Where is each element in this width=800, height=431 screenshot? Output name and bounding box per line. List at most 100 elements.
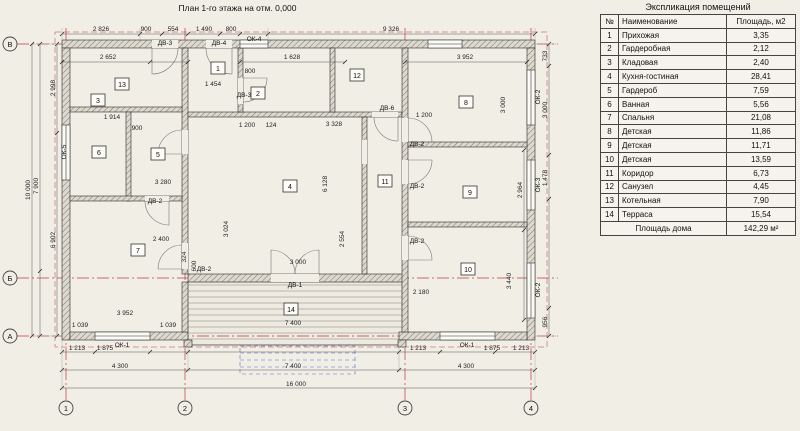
room-number: 6 xyxy=(97,150,101,157)
room-number-box xyxy=(91,145,107,159)
cell-name: Детская xyxy=(618,138,727,153)
cell-no: 5 xyxy=(600,82,619,98)
dimension-text: 1 478 xyxy=(542,169,549,186)
dimension-text: 1 490 xyxy=(196,26,213,33)
dimension-text: 4 300 xyxy=(458,363,475,370)
room-number-box xyxy=(90,93,106,107)
cell-name: Кухня-гостиная xyxy=(618,69,727,84)
steps-outline xyxy=(239,345,356,375)
room-number-box xyxy=(377,174,393,188)
room-number: 13 xyxy=(118,82,126,89)
axis-circle xyxy=(2,328,18,344)
dimension-text: 800 xyxy=(245,68,256,75)
room-number-box xyxy=(250,86,266,100)
axis-label: В xyxy=(7,40,12,49)
dimension-text: 600 xyxy=(191,260,198,271)
cell-no: 11 xyxy=(600,165,619,181)
dimension-text: 3 000 xyxy=(290,259,307,266)
room-number-box xyxy=(150,147,166,161)
room-schedule: Экспликация помещений № Наименование Пло… xyxy=(600,2,796,236)
dimension-text: 7 900 xyxy=(33,177,40,194)
cell-area: 2,12 xyxy=(726,41,796,57)
cell-no: 7 xyxy=(600,110,619,126)
opening-label: ДВ-2 xyxy=(148,198,163,205)
room-number-box xyxy=(210,61,226,75)
opening-label: ОК-4 xyxy=(247,36,262,43)
cell-area: 15,54 xyxy=(726,207,796,222)
cell-name: Гардеробная xyxy=(618,41,727,57)
room-number: 10 xyxy=(464,267,472,274)
axis-circle xyxy=(523,400,539,416)
cell-name: Детская xyxy=(618,124,727,140)
cell-area: 21,08 xyxy=(726,110,796,126)
room-number: 12 xyxy=(353,73,361,80)
dimension-text: 10 000 xyxy=(25,180,32,200)
cell-name: Спальня xyxy=(618,110,727,126)
dimension-text: 1 914 xyxy=(104,114,121,121)
dimension-text: 1 628 xyxy=(284,54,301,61)
cell-no: 9 xyxy=(600,138,619,153)
room-number-box xyxy=(462,185,478,199)
axis-circle xyxy=(177,400,193,416)
room-number: 5 xyxy=(156,152,160,159)
cell-area: 2,40 xyxy=(726,55,796,71)
dimension-text: 2 180 xyxy=(413,289,430,296)
room-number-box xyxy=(283,302,299,316)
axis-label: 1 xyxy=(64,404,68,413)
dimension-text: 900 xyxy=(141,26,152,33)
total-label: Площадь дома xyxy=(600,220,727,236)
room-number-box xyxy=(282,179,298,193)
axis-circle xyxy=(58,400,74,416)
dimension-text: 3 952 xyxy=(117,310,134,317)
cell-name: Кладовая xyxy=(618,55,727,71)
cell-no: 3 xyxy=(600,55,619,71)
cell-area: 11,71 xyxy=(726,138,796,153)
cell-no: 10 xyxy=(600,151,619,167)
dimension-text: 554 xyxy=(168,26,179,33)
dimension-text: 324 xyxy=(181,251,188,262)
dimension-text: 1 875 xyxy=(97,345,114,352)
opening-label: ОК-2 xyxy=(535,89,542,104)
axis-label: 3 xyxy=(403,404,407,413)
cell-area: 6,73 xyxy=(726,165,796,181)
opening-label: ДВ-3 xyxy=(237,92,252,99)
dimension-text: 3 280 xyxy=(155,179,172,186)
header-name: Наименование xyxy=(618,14,727,29)
room-number-box xyxy=(130,243,146,257)
room-number: 1 xyxy=(216,66,220,73)
dimension-text: 1 039 xyxy=(72,322,89,329)
axis-label: Б xyxy=(8,274,13,283)
dimension-text: 7 400 xyxy=(285,363,302,370)
total-value: 142,29 м² xyxy=(726,220,796,236)
dimension-text: 6 128 xyxy=(322,175,329,192)
dimension-text: 1 200 xyxy=(416,112,433,119)
dimension-text: 2 826 xyxy=(93,26,110,33)
cell-no: 4 xyxy=(600,69,619,84)
dimension-text: 1 454 xyxy=(205,81,222,88)
dimension-text: 2 998 xyxy=(50,79,57,96)
opening-label: ДВ-2 xyxy=(410,183,425,190)
cell-area: 28,41 xyxy=(726,69,796,84)
cell-no: 1 xyxy=(600,27,619,43)
dimension-text: 3 000 xyxy=(500,96,507,113)
dimension-text: 3 328 xyxy=(326,121,343,128)
opening-label: ДВ-2 xyxy=(197,266,212,273)
dimension-text: 2 554 xyxy=(339,230,346,247)
opening-label: ДВ-2 xyxy=(410,238,425,245)
dimension-lines-group xyxy=(29,28,556,391)
room-number-box xyxy=(114,77,130,91)
dimension-text: 3 000 xyxy=(542,101,549,118)
dimension-text: 3 024 xyxy=(223,220,230,237)
dimension-text: 16 000 xyxy=(286,381,306,388)
cell-name: Прихожая xyxy=(618,27,727,43)
